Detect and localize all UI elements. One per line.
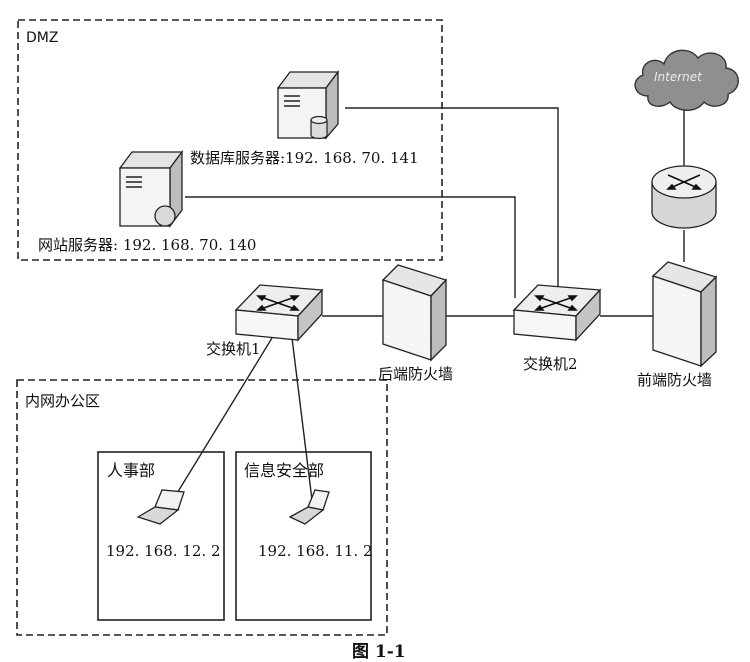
front-firewall-label: 前端防火墙 — [637, 371, 713, 389]
intranet-zone — [16, 379, 388, 636]
figure-caption: 图 1-1 — [352, 642, 406, 662]
back-firewall-icon — [381, 264, 448, 362]
infosec-zone — [235, 451, 372, 621]
internet-label: Internet — [654, 70, 702, 84]
hr-label: 人事部 — [107, 461, 156, 480]
front-firewall-icon — [651, 261, 718, 368]
link-switch1-hr-pc — [167, 337, 273, 509]
links — [167, 107, 685, 509]
hr-laptop-icon — [136, 489, 185, 525]
link-web-switch2 — [185, 196, 516, 298]
web-server-icon — [118, 150, 184, 228]
dmz-zone — [17, 19, 443, 261]
intranet-label: 内网办公区 — [25, 392, 101, 410]
router-icon — [651, 165, 717, 229]
switch1-label: 交换机1 — [206, 340, 261, 358]
switch1-icon — [234, 284, 324, 342]
infosec-label: 信息安全部 — [244, 461, 325, 480]
database-server-icon — [276, 70, 340, 140]
infosec-laptop-icon — [288, 489, 330, 525]
link-db-switch2 — [345, 107, 559, 296]
web-server-label: 网站服务器: 192. 168. 70. 140 — [38, 236, 257, 254]
db-server-label: 数据库服务器:192. 168. 70. 141 — [190, 149, 419, 167]
switch2-icon — [512, 284, 602, 342]
dmz-label: DMZ — [26, 30, 59, 46]
hr-zone — [97, 451, 225, 621]
link-switch1-infosec-pc — [291, 337, 314, 509]
hr-pc-ip: 192. 168. 12. 2 — [106, 542, 221, 560]
internet-cloud-icon — [634, 49, 739, 111]
infosec-pc-ip: 192. 168. 11. 2 — [258, 542, 373, 560]
back-firewall-label: 后端防火墙 — [378, 365, 454, 383]
switch2-label: 交换机2 — [523, 355, 578, 373]
